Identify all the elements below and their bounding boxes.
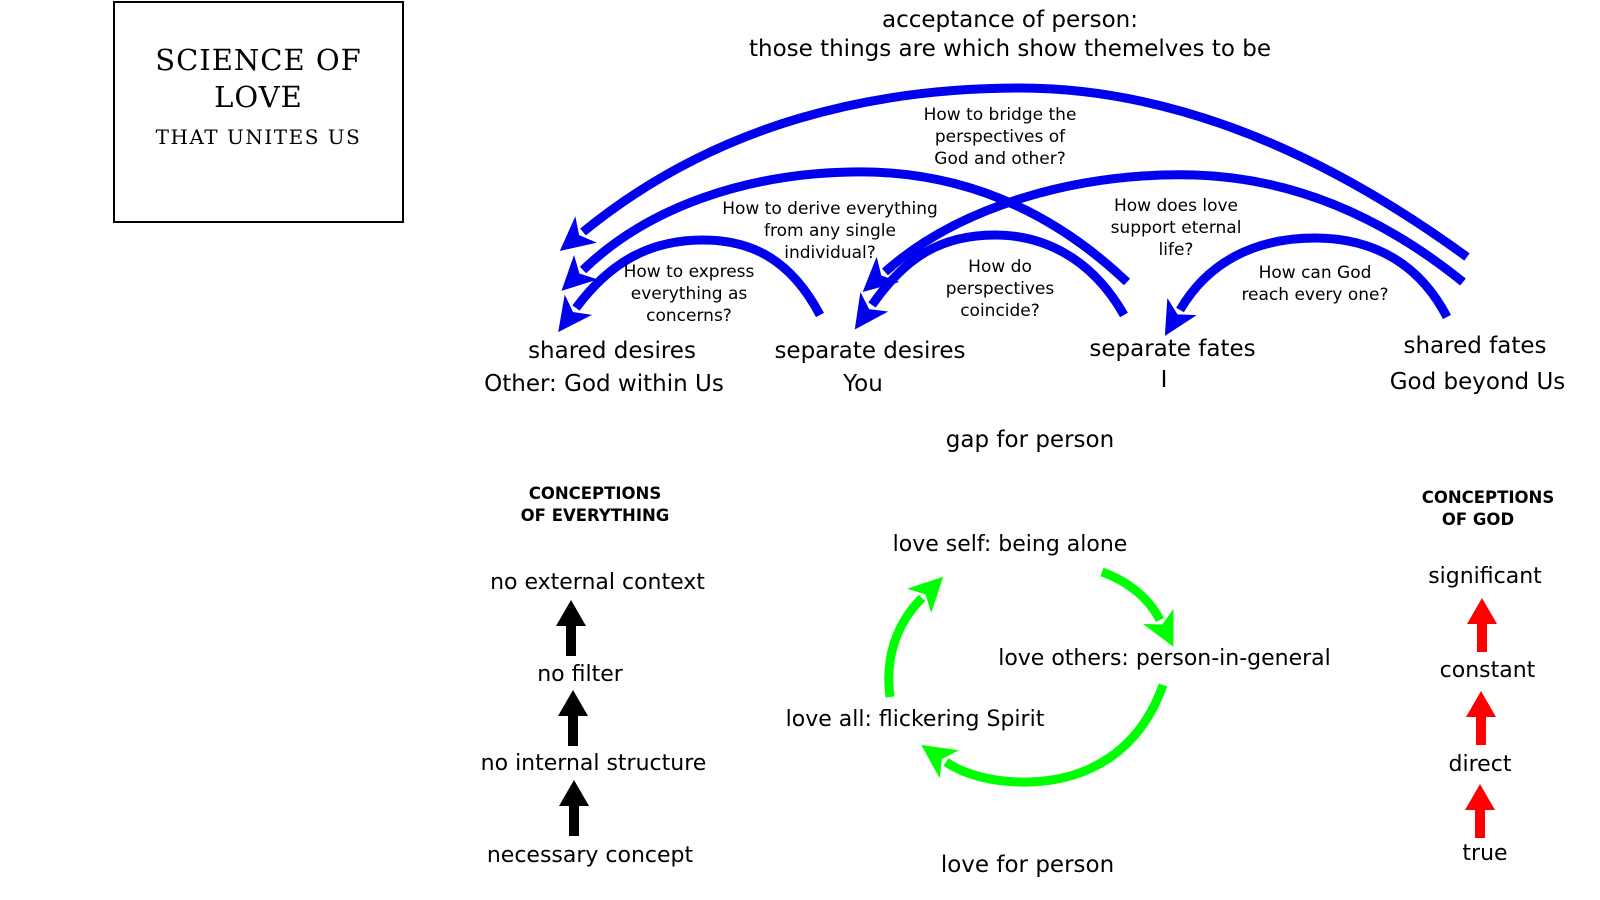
up-arrow-red-2 [1466,691,1496,745]
god-item-significant: significant [1428,564,1542,589]
cycle-love-others: love others: person-in-general [998,646,1331,671]
up-arrow-red-1 [1467,598,1497,652]
node-shared-desires-title: shared desires [528,338,696,364]
title-line-2: LOVE [214,80,303,114]
title-box: SCIENCE OF LOVE THAT UNITES US [113,1,404,223]
cycle-love-all: love all: flickering Spirit [785,707,1045,732]
gap-label: gap for person [945,427,1115,453]
up-arrow-2 [558,690,588,746]
everything-item-necessary-concept: necessary concept [486,843,694,868]
arc-shared-fates-to-shared-desires-outer [559,83,1470,261]
node-shared-fates-sub: God beyond Us [1389,369,1566,395]
god-arrows [1465,598,1497,838]
bottom-love-for-person: love for person [940,852,1115,878]
arc-shared-fates-to-separate-desires [862,170,1466,292]
cycle-arrow-others-to-all [921,683,1168,787]
everything-item-internal-structure: no internal structure [480,751,707,776]
arc-separate-desires-to-shared-desires [558,235,824,333]
node-separate-fates-title: separate fates [1089,336,1256,362]
arc-separate-fates-to-shared-desires [561,167,1131,291]
arc-shared-fates-to-separate-fates [1164,233,1451,336]
top-heading-line-1: acceptance of person: [882,7,1138,33]
god-item-constant: constant [1439,658,1536,683]
cycle-love-self: love self: being alone [892,532,1128,557]
node-separate-fates-sub: I [1160,367,1168,393]
everything-item-external-context: no external context [490,570,705,595]
up-arrow-red-3 [1465,784,1495,838]
node-separate-desires-title: separate desires [774,338,966,364]
node-shared-desires-sub: Other: God within Us [484,371,724,397]
arc-separate-fates-to-separate-desires [854,230,1128,330]
god-item-true: true [1462,841,1508,866]
node-separate-desires-sub: You [843,371,883,397]
up-arrow-3 [559,780,589,836]
up-arrow-1 [556,600,586,656]
node-shared-fates-title: shared fates [1403,333,1547,359]
top-heading-line-2: those things are which show themelves to… [748,36,1272,62]
everything-arrows [556,600,589,836]
everything-item-filter: no filter [537,662,623,687]
cycle-arrow-self-to-others [1100,567,1174,647]
god-item-direct: direct [1448,752,1512,777]
cycle-arrow-all-to-self [884,576,944,698]
title-line-3: THAT UNITES US [155,125,362,149]
title-line-1: SCIENCE OF [155,43,362,77]
